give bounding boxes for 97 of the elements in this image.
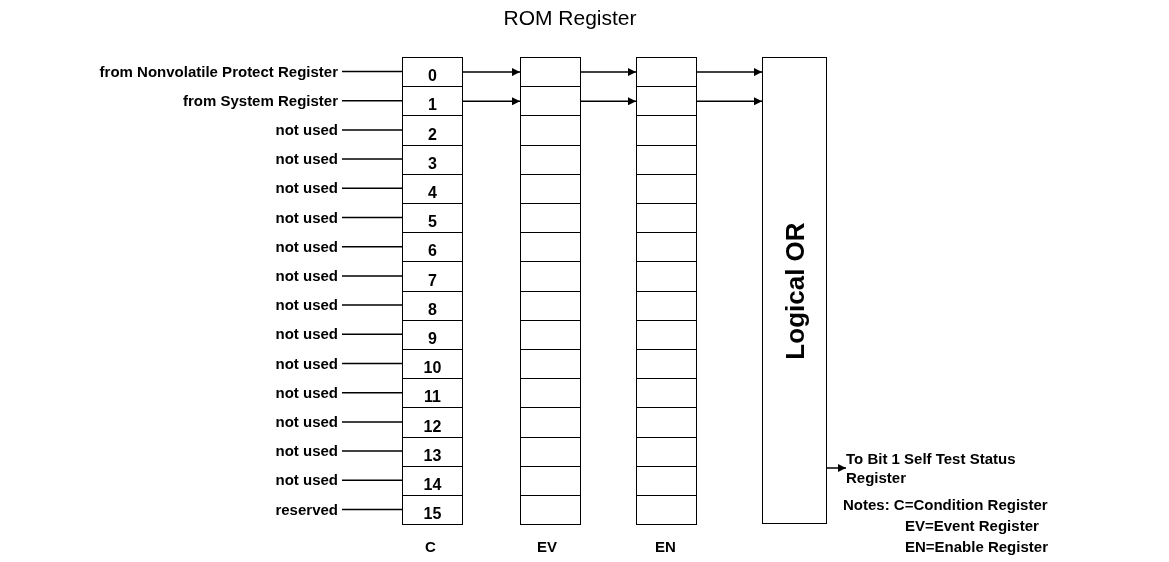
register-cell bbox=[636, 57, 697, 88]
input-label: not used bbox=[275, 383, 338, 402]
register-cell bbox=[636, 115, 697, 146]
register-cell bbox=[520, 378, 581, 409]
input-label: not used bbox=[275, 442, 338, 461]
input-label: not used bbox=[275, 296, 338, 315]
note-text: EV=Event Register bbox=[905, 517, 1039, 534]
connector-line bbox=[341, 508, 403, 511]
connector-line bbox=[341, 333, 403, 336]
register-cell bbox=[636, 319, 697, 350]
input-label: not used bbox=[275, 150, 338, 169]
arrow bbox=[462, 68, 521, 77]
register-cell bbox=[520, 173, 581, 204]
note-text: EN=Enable Register bbox=[905, 538, 1048, 555]
connector-line bbox=[341, 450, 403, 452]
connector-line bbox=[341, 216, 403, 219]
register-cell bbox=[636, 378, 697, 409]
connector-line bbox=[341, 99, 403, 102]
input-label: not used bbox=[275, 325, 338, 344]
register-cell bbox=[520, 115, 581, 146]
column-label: EV bbox=[537, 538, 557, 555]
connector-line bbox=[341, 479, 403, 482]
input-label: not used bbox=[275, 266, 338, 285]
register-cell bbox=[636, 261, 697, 292]
register-cell bbox=[636, 495, 697, 526]
register-cell bbox=[520, 407, 581, 438]
arrow bbox=[462, 97, 521, 106]
register-cell bbox=[520, 232, 581, 263]
input-label: not used bbox=[275, 120, 338, 139]
connector-line bbox=[341, 158, 403, 160]
register-cell bbox=[520, 465, 581, 496]
register-cell bbox=[636, 144, 697, 175]
connector-line bbox=[341, 275, 403, 277]
bit-cell: 1 bbox=[402, 86, 463, 117]
gate-label: Logical OR bbox=[779, 221, 810, 360]
connector-line bbox=[341, 70, 403, 73]
register-cell bbox=[520, 349, 581, 380]
arrow bbox=[696, 68, 763, 77]
register-cell bbox=[520, 57, 581, 88]
bit-cell: 2 bbox=[402, 115, 463, 146]
arrow bbox=[580, 68, 637, 77]
bit-cell: 10 bbox=[402, 349, 463, 380]
register-cell bbox=[636, 86, 697, 117]
register-cell bbox=[636, 436, 697, 467]
register-cell bbox=[520, 86, 581, 117]
input-label: from Nonvolatile Protect Register bbox=[99, 62, 338, 81]
bit-cell: 13 bbox=[402, 436, 463, 467]
connector-line bbox=[341, 245, 403, 248]
bit-cell: 8 bbox=[402, 290, 463, 321]
input-label: not used bbox=[275, 354, 338, 373]
register-cell bbox=[520, 144, 581, 175]
bit-cell: 14 bbox=[402, 465, 463, 496]
connector-line bbox=[341, 421, 403, 423]
register-cell bbox=[636, 290, 697, 321]
column-label: EN bbox=[655, 538, 676, 555]
input-label: not used bbox=[275, 208, 338, 227]
bit-cell: 6 bbox=[402, 232, 463, 263]
input-label: not used bbox=[275, 179, 338, 198]
bit-cell: 3 bbox=[402, 144, 463, 175]
register-cell bbox=[520, 319, 581, 350]
bit-cell: 4 bbox=[402, 173, 463, 204]
output-label: To Bit 1 Self Test Status Register bbox=[846, 449, 1036, 487]
input-label: from System Register bbox=[182, 91, 338, 110]
register-cell bbox=[636, 407, 697, 438]
connector-line bbox=[341, 362, 403, 365]
connector-line bbox=[341, 391, 403, 394]
connector-line bbox=[341, 129, 403, 131]
bit-cell: 9 bbox=[402, 319, 463, 350]
bit-cell: 0 bbox=[402, 57, 463, 88]
arrow bbox=[580, 97, 637, 106]
register-cell bbox=[636, 349, 697, 380]
arrow bbox=[696, 97, 763, 106]
bit-cell: 5 bbox=[402, 203, 463, 234]
register-cell bbox=[636, 465, 697, 496]
register-cell bbox=[636, 173, 697, 204]
note-text: Notes: C=Condition Register bbox=[843, 496, 1048, 513]
register-cell bbox=[520, 436, 581, 467]
input-label: not used bbox=[275, 471, 338, 490]
register-cell bbox=[636, 203, 697, 234]
bit-cell: 15 bbox=[402, 495, 463, 526]
bit-cell: 7 bbox=[402, 261, 463, 292]
register-cell bbox=[636, 232, 697, 263]
arrow bbox=[826, 464, 847, 472]
register-cell bbox=[520, 495, 581, 526]
diagram-title: ROM Register bbox=[502, 6, 638, 30]
logic-gate-box bbox=[762, 57, 827, 524]
input-label: not used bbox=[275, 237, 338, 256]
register-cell bbox=[520, 203, 581, 234]
input-label: reserved bbox=[275, 500, 338, 519]
connector-line bbox=[341, 304, 403, 306]
input-label: not used bbox=[275, 412, 338, 431]
register-cell bbox=[520, 290, 581, 321]
column-label: C bbox=[425, 538, 436, 555]
bit-cell: 12 bbox=[402, 407, 463, 438]
bit-cell: 11 bbox=[402, 378, 463, 409]
connector-line bbox=[341, 187, 403, 190]
register-cell bbox=[520, 261, 581, 292]
